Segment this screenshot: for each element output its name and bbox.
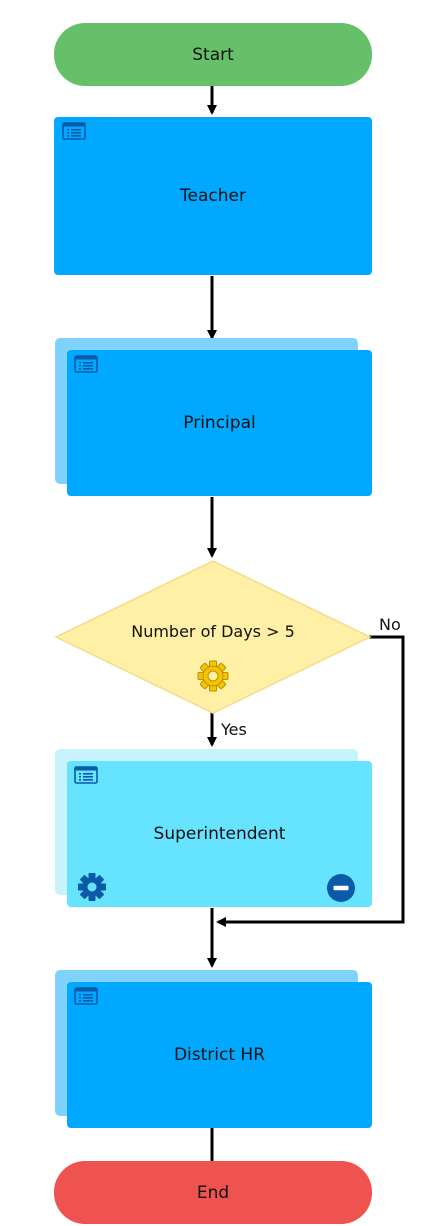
form-icon [62,122,86,140]
form-icon [74,987,98,1005]
districthr-task-node[interactable]: District HR [67,982,372,1128]
form-icon [74,355,98,373]
form-icon [74,766,98,784]
gear-icon[interactable] [196,659,230,693]
no-label: No [379,615,401,634]
minus-circle-icon[interactable] [326,873,356,903]
districthr-label: District HR [173,1045,266,1065]
decision-label: Number of Days > 5 [131,622,295,641]
gear-icon[interactable] [76,871,108,903]
end-label: End [196,1182,230,1203]
superintendent-task-node[interactable]: Superintendent [67,761,372,907]
principal-task-node[interactable]: Principal [67,350,372,496]
connector-decision-no [216,635,405,927]
decision-node[interactable] [54,560,372,714]
end-node[interactable]: End [54,1161,372,1224]
yes-label: Yes [221,720,247,739]
principal-label: Principal [183,413,256,433]
superintendent-label: Superintendent [153,824,286,844]
teacher-label: Teacher [180,186,246,206]
start-label: Start [192,44,234,65]
teacher-task-node[interactable]: Teacher [54,117,372,275]
start-node[interactable]: Start [54,23,372,86]
